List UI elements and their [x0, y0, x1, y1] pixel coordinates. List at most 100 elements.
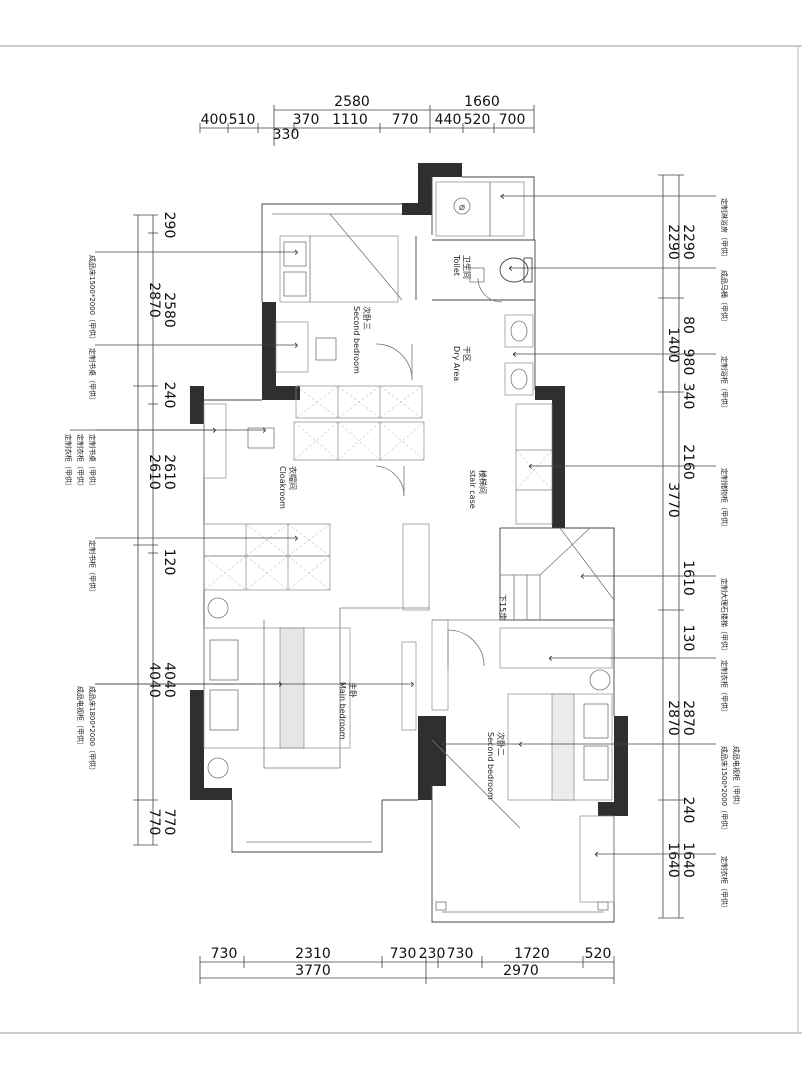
- right-dim-2870a: 2870: [680, 700, 696, 736]
- svg-text:‹: ‹: [548, 651, 553, 665]
- label-dry-en: Dry Area: [452, 346, 461, 381]
- right-dim-130: 130: [680, 625, 696, 652]
- toilet-fixture: [469, 257, 533, 283]
- right-dim-2160: 2160: [680, 444, 696, 480]
- left-dim-290: 290: [161, 212, 177, 239]
- right-dim-340: 340: [680, 383, 696, 410]
- top-dim-2580: 2580: [334, 94, 370, 110]
- top-dim-700: 700: [499, 112, 526, 128]
- top-dimension-lines: [199, 105, 535, 146]
- right-dim-980: 980: [680, 349, 696, 376]
- doors: [329, 213, 521, 829]
- right-dim-240: 240: [680, 797, 696, 824]
- top-dim-520: 520: [464, 112, 491, 128]
- desk-second-bedroom: [275, 321, 337, 373]
- label-dry-cn: 干区: [462, 346, 471, 362]
- tv-cabinet-master: [401, 641, 417, 731]
- note-right-6: 定制衣柜（甲供）: [720, 660, 729, 716]
- note-right-3: 定制浴柜（甲供）: [720, 356, 729, 412]
- vanity-basins: [504, 314, 534, 396]
- right-dim-1640b: 1640: [665, 842, 681, 878]
- top-dim-1110: 1110: [332, 112, 368, 128]
- label-second-bed-cn: 次卧三: [362, 306, 372, 330]
- walls: [190, 163, 628, 816]
- nightstand-lamp-top: [207, 597, 229, 619]
- right-notes: 定制淋浴房（甲供） 成品马桶（甲供） 定制浴柜（甲供） 定制储物柜（甲供） 定制…: [720, 198, 741, 912]
- shower-enclosure: ⌀: [435, 181, 525, 237]
- left-dim-240: 240: [161, 382, 177, 409]
- note-left-1: 成品床1500*2000（甲供）: [88, 255, 97, 343]
- label-stair-note: 下15步: [498, 594, 507, 620]
- svg-text:‹: ‹: [500, 189, 505, 203]
- right-markers: ‹ ‹ ‹ ‹ ‹ ‹ ‹ ‹ ‹: [438, 189, 599, 861]
- label-second2-en: Second bedroom: [486, 732, 495, 800]
- bottom-dim-730a: 730: [211, 946, 238, 962]
- right-dim-1640a: 1640: [680, 842, 696, 878]
- left-dim-2610a: 2610: [161, 454, 177, 490]
- left-markers: › › › › › › ›: [212, 245, 415, 691]
- note-left-6: 定制衣柜（甲供）: [76, 434, 85, 490]
- right-dimension-lines: [658, 174, 684, 919]
- bottom-dim-3770: 3770: [295, 963, 331, 979]
- svg-text:‹: ‹: [594, 847, 599, 861]
- left-dim-120: 120: [161, 549, 177, 576]
- right-dim-2290b: 2290: [665, 224, 681, 260]
- note-right-8: 成品电视柜（甲供）: [732, 746, 741, 809]
- left-leaders: [70, 251, 412, 685]
- svg-text:‹: ‹: [438, 737, 443, 751]
- left-dim-4040b: 4040: [146, 662, 162, 698]
- left-dim-2870: 2870: [146, 282, 162, 318]
- right-leaders: [440, 195, 716, 855]
- bottom-dim-730b: 730: [390, 946, 417, 962]
- cloakroom-cabinets: [293, 385, 425, 461]
- note-left-5: 定制书柜（甲供）: [88, 540, 97, 596]
- right-dim-1610: 1610: [680, 560, 696, 596]
- bed-second-bedroom-three: [279, 235, 417, 303]
- label-toilet-en: Toilet: [452, 254, 461, 276]
- cloakroom-wardrobe: [203, 523, 331, 591]
- bottom-dimension-lines: [199, 956, 615, 984]
- svg-text:›: ›: [262, 423, 267, 437]
- right-dim-80: 80: [680, 316, 696, 334]
- label-cloak-cn: 衣帽间: [288, 466, 298, 490]
- left-dim-770a: 770: [161, 809, 177, 836]
- bottom-dim-1720: 1720: [514, 946, 550, 962]
- top-dim-370: 370: [293, 112, 320, 128]
- note-right-4: 定制储物柜（甲供）: [720, 468, 729, 531]
- note-left-7: 成品床1800*2000（甲供）: [88, 686, 97, 774]
- note-right-1: 定制淋浴房（甲供）: [720, 198, 729, 261]
- note-right-5: 定制大理石楼梯（甲供）: [720, 578, 729, 655]
- note-left-2: 定制书桌（甲供）: [88, 348, 97, 404]
- top-dim-400: 400: [201, 112, 228, 128]
- svg-text:›: ›: [278, 677, 283, 691]
- nightstand-lamp-right: [589, 669, 611, 691]
- label-master-cn: 主卧: [348, 682, 358, 698]
- svg-text:‹: ‹: [528, 459, 533, 473]
- note-right-2: 成品马桶（甲供）: [720, 270, 729, 326]
- left-dim-4040a: 4040: [161, 662, 177, 698]
- wardrobe-balcony: [579, 815, 615, 903]
- note-right-9: 定制衣柜（甲供）: [720, 856, 729, 912]
- left-dim-2610b: 2610: [146, 454, 162, 490]
- note-right-7: 成品床1500*2000（甲供）: [720, 746, 729, 834]
- bottom-dim-730c: 730: [447, 946, 474, 962]
- plan-outline: [203, 176, 615, 923]
- top-dim-330: 330: [273, 127, 300, 143]
- right-dim-3770: 3770: [665, 482, 681, 518]
- svg-text:⌀: ⌀: [459, 202, 465, 213]
- bottom-dim-230: 230: [419, 946, 446, 962]
- right-dim-2290a: 2290: [680, 224, 696, 260]
- bottom-dim-520: 520: [585, 946, 612, 962]
- note-left-4: 定制衣柜（甲供）: [64, 434, 73, 490]
- right-dim-2870b: 2870: [665, 700, 681, 736]
- note-left-3: 定制书桌（甲供）: [88, 434, 97, 490]
- top-dim-510: 510: [229, 112, 256, 128]
- top-dim-1660: 1660: [464, 94, 500, 110]
- bottom-dim-2970: 2970: [503, 963, 539, 979]
- svg-text:›: ›: [294, 531, 299, 545]
- tv-cabinet-second: [431, 619, 449, 711]
- svg-text:‹: ‹: [512, 347, 517, 361]
- bed-master-bedroom: [203, 608, 351, 769]
- note-left-8: 成品电视柜（甲供）: [76, 686, 85, 749]
